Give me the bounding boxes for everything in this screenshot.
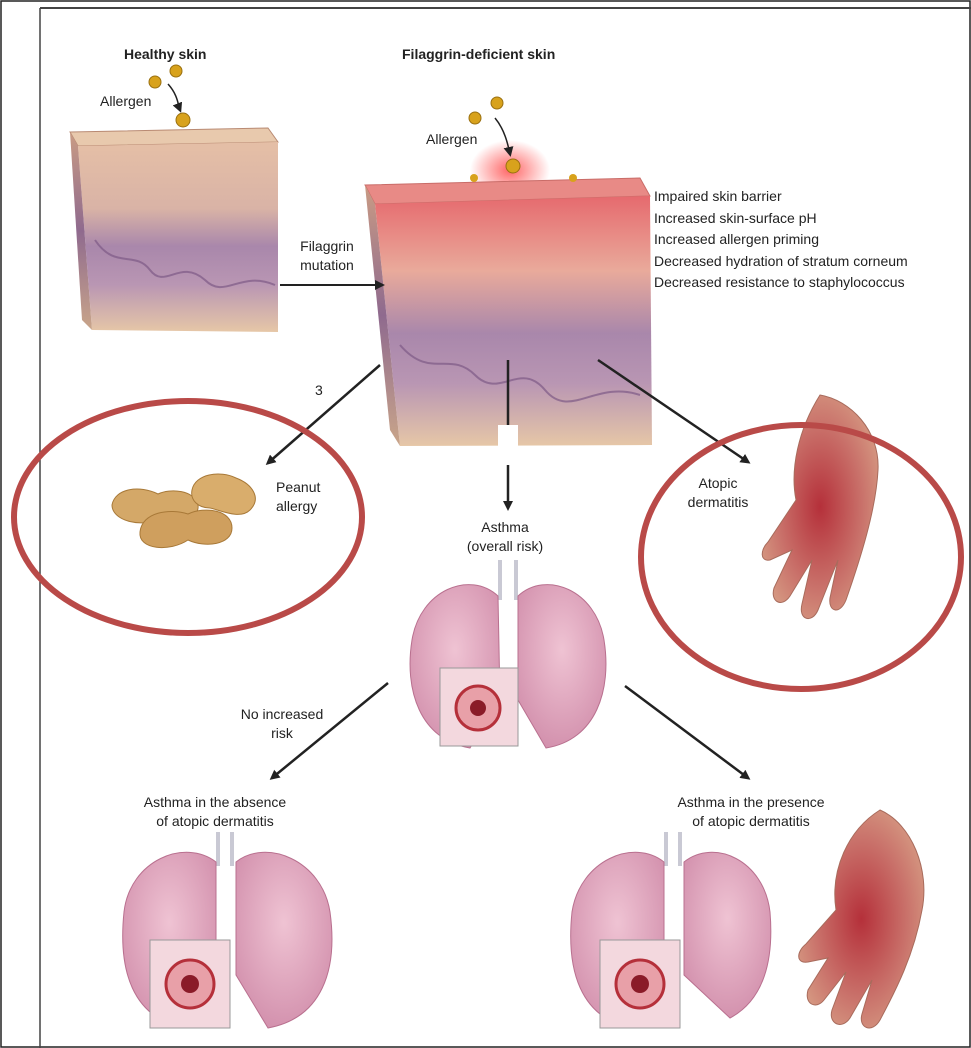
mutation-label: Filaggrin mutation <box>272 237 382 275</box>
asthma-overall-label: Asthma (overall risk) <box>440 518 570 556</box>
asthma-absence-label: Asthma in the absence of atopic dermatit… <box>110 793 320 831</box>
peanut-label-line1: Peanut <box>276 478 320 497</box>
asthma-overall-line1: Asthma <box>440 518 570 537</box>
asthma-presence-line1: Asthma in the presence <box>646 793 856 812</box>
asthma-overall-line2: (overall risk) <box>440 537 570 556</box>
skin-effect-item: Impaired skin barrier <box>654 186 971 208</box>
no-increased-risk-label: No increased risk <box>222 705 342 743</box>
peanut-label-line2: allergy <box>276 497 320 516</box>
arrow-presence <box>625 686 748 778</box>
atopic-dermatitis-label: Atopic dermatitis <box>678 474 758 512</box>
no-increase-line2: risk <box>222 724 342 743</box>
atopic-label-line2: dermatitis <box>678 493 758 512</box>
deficient-skin-heading: Filaggrin-deficient skin <box>402 45 555 64</box>
stray-mark: 3 <box>315 381 323 400</box>
white-patch-2 <box>498 425 518 465</box>
healthy-skin-heading: Healthy skin <box>124 45 206 64</box>
skin-effect-item: Increased allergen priming <box>654 229 971 251</box>
mutation-label-line2: mutation <box>272 256 382 275</box>
asthma-absence-line1: Asthma in the absence <box>110 793 320 812</box>
peanut-allergy-label: Peanut allergy <box>276 478 320 516</box>
white-patch-1 <box>668 378 754 404</box>
atopic-label-line1: Atopic <box>678 474 758 493</box>
allergen-particles-healthy <box>149 65 190 127</box>
hand-presence-illustration <box>799 810 924 1028</box>
lungs-presence-illustration <box>571 832 771 1028</box>
skin-effects-list: Impaired skin barrier Increased skin-sur… <box>654 186 971 294</box>
skin-effect-item: Decreased hydration of stratum corneum <box>654 251 971 273</box>
skin-effect-item: Decreased resistance to staphylococcus <box>654 272 971 294</box>
lungs-absence-illustration <box>123 832 332 1028</box>
no-increase-line1: No increased <box>222 705 342 724</box>
asthma-absence-line2: of atopic dermatitis <box>110 812 320 831</box>
asthma-presence-line2: of atopic dermatitis <box>646 812 856 831</box>
allergen-label-deficient: Allergen <box>426 130 477 149</box>
healthy-skin-block <box>70 128 278 332</box>
lungs-overall-illustration <box>410 560 606 748</box>
allergen-label-healthy: Allergen <box>100 92 151 111</box>
skin-effect-item: Increased skin-surface pH <box>654 208 971 230</box>
mutation-label-line1: Filaggrin <box>272 237 382 256</box>
asthma-presence-label: Asthma in the presence of atopic dermati… <box>646 793 856 831</box>
peanut-illustration <box>112 474 255 548</box>
